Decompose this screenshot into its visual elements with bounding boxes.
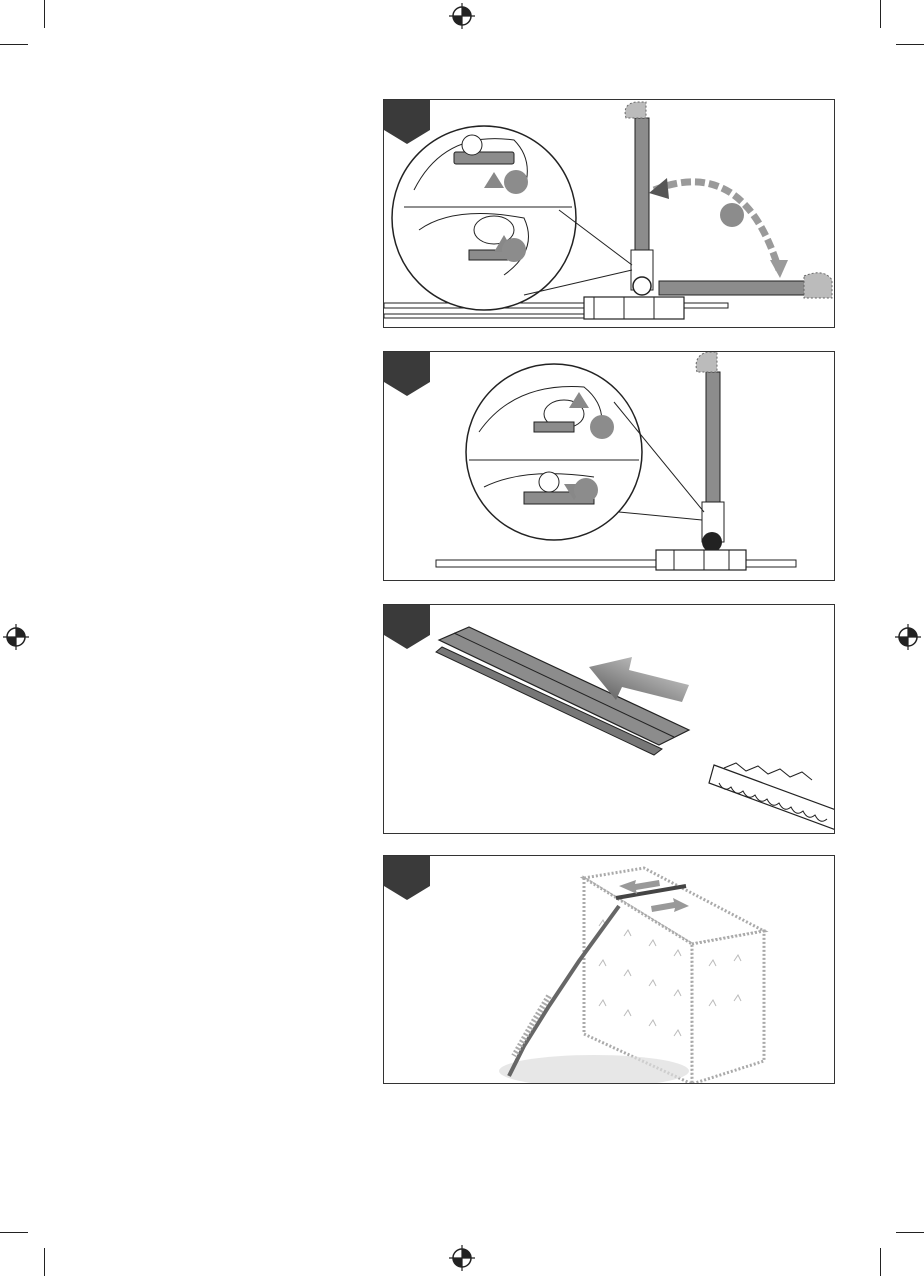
step-panel-1 xyxy=(383,99,835,328)
crop-mark xyxy=(896,1232,924,1233)
blade-cover-icon xyxy=(384,605,835,834)
step-panel-2 xyxy=(383,351,835,581)
hedge-trimming-icon xyxy=(384,856,835,1084)
step-panel-3 xyxy=(383,604,835,834)
registration-mark-bottom xyxy=(449,1245,475,1271)
step-panel-4 xyxy=(383,855,835,1084)
crop-mark xyxy=(880,1248,881,1276)
registration-mark-right xyxy=(895,624,921,650)
crop-mark xyxy=(44,1248,45,1276)
registration-mark-left xyxy=(3,624,29,650)
crop-mark xyxy=(44,0,45,28)
crop-mark xyxy=(896,44,924,45)
pole-fold-icon xyxy=(384,100,835,328)
crop-mark xyxy=(880,0,881,28)
crop-mark xyxy=(0,1232,28,1233)
pole-lock-icon xyxy=(384,352,835,581)
crop-mark xyxy=(0,44,28,45)
registration-mark-top xyxy=(449,3,475,29)
